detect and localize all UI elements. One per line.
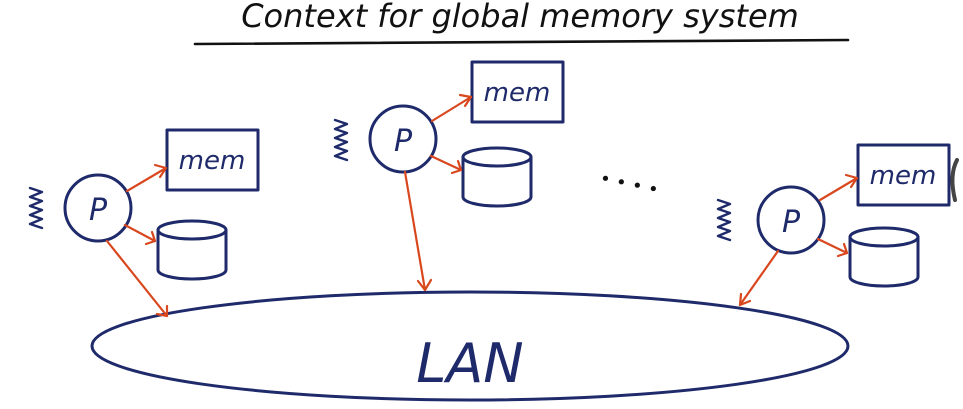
ellipsis-dots: • • • • [598,168,661,201]
arrow-to-memory [430,95,473,123]
squiggle-icon [28,186,44,230]
arrow-to-disk [816,237,849,255]
arrow-to-lan [105,239,169,318]
memory-box [165,128,260,192]
title-underline [193,38,850,46]
memory-label: mem [870,161,937,191]
squiggle-icon [333,118,349,162]
squiggle-icon [716,198,732,242]
processor-label: P [89,193,108,228]
arrow-to-disk [429,154,463,172]
node-1: P mem [28,128,260,318]
disk-icon [461,146,533,208]
processor-circle [368,104,438,174]
node-2: P mem [333,60,565,292]
arrow-to-memory [818,176,859,202]
diagram-title: Context for global memory system [241,0,799,35]
memory-label: mem [484,78,551,108]
processor-label: P [394,124,413,159]
processor-circle [756,185,826,255]
arrow-to-lan [738,249,780,307]
memory-box [856,143,951,207]
processor-label: P [782,205,801,240]
node-3: P mem [716,143,951,307]
lan-network-ellipse [90,290,850,402]
processor-circle [63,173,133,243]
disk-icon [848,226,920,288]
memory-box [470,60,565,124]
disk-icon [156,219,228,281]
edge-partial-shape [950,158,959,202]
memory-label: mem [179,146,246,176]
arrow-to-lan [403,170,427,292]
lan-label: LAN [416,332,523,395]
arrow-to-disk [123,223,157,243]
arrow-to-memory [125,166,168,193]
